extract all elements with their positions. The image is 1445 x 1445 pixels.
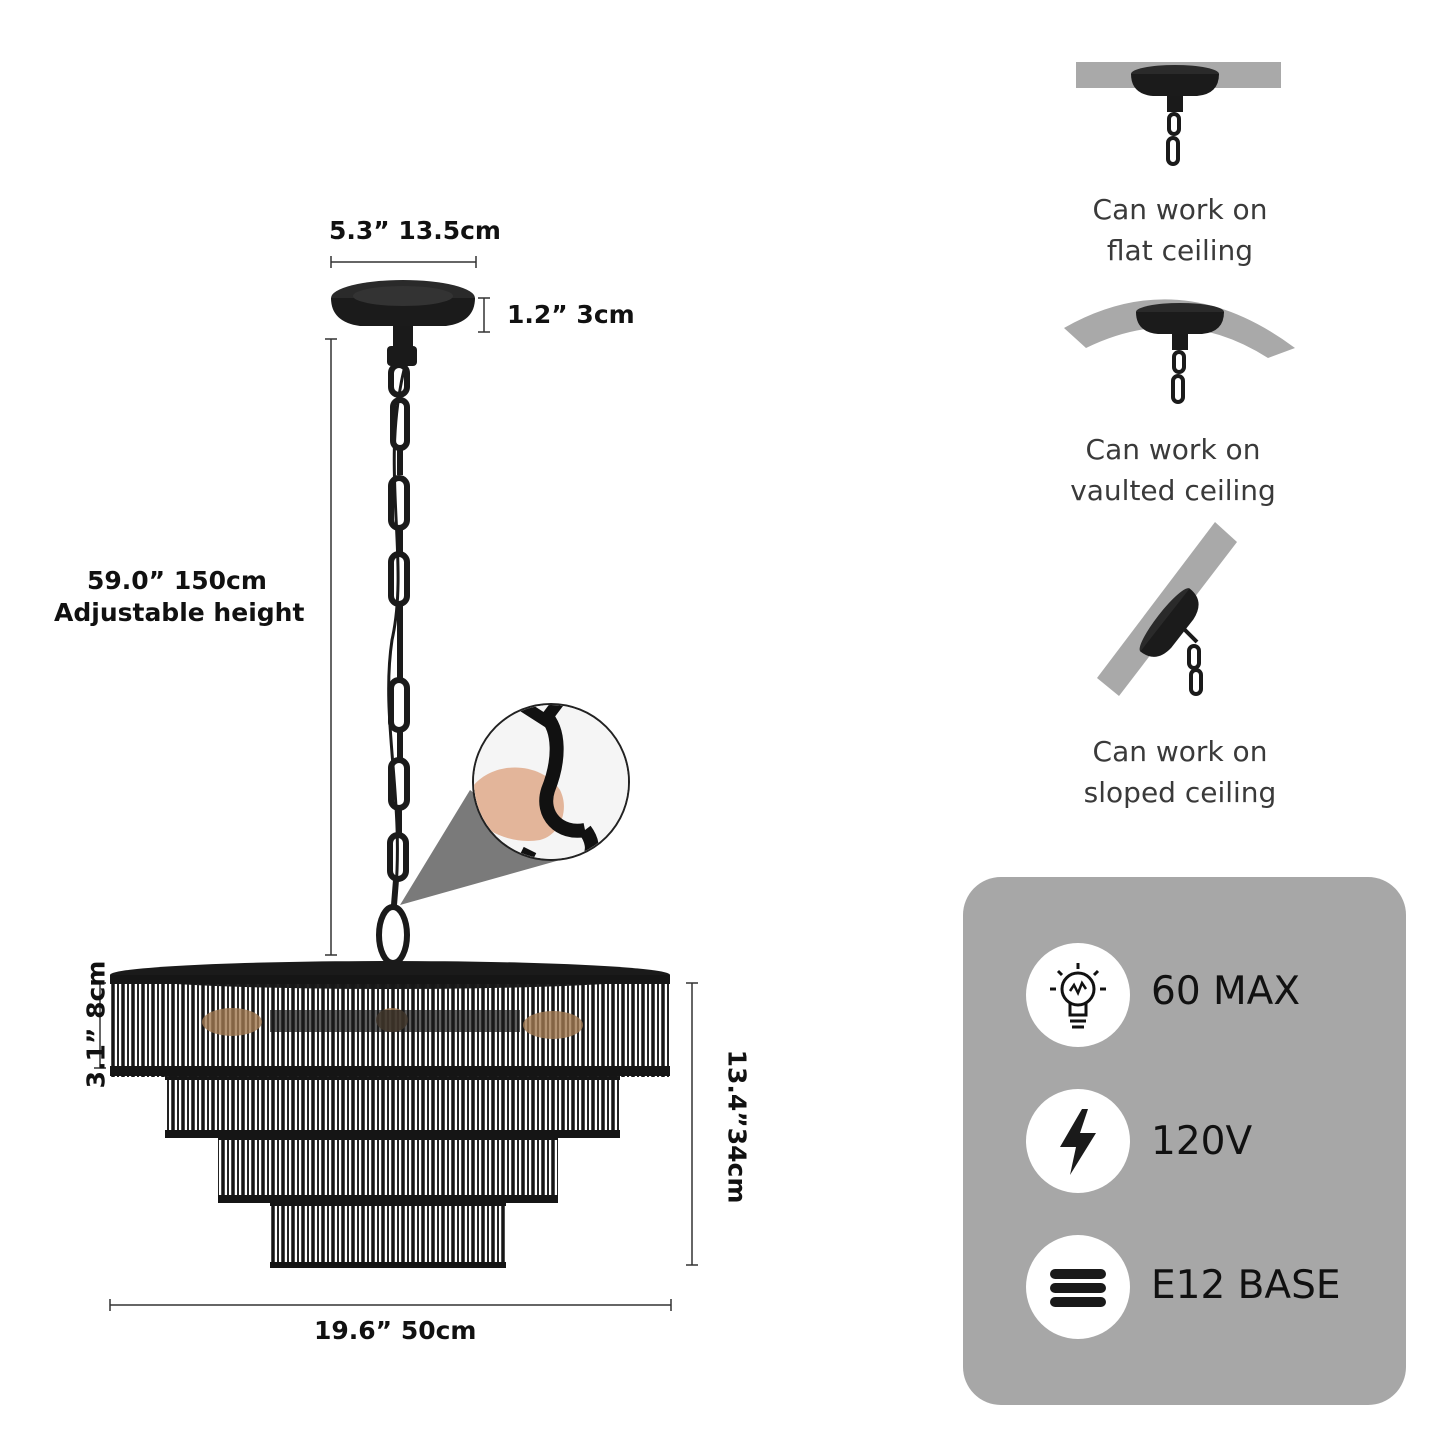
ceiling-label-sloped: Can work on sloped ceiling xyxy=(1083,735,1277,809)
vaulted-ceiling-icon xyxy=(1064,299,1295,404)
lightning-icon xyxy=(1026,1089,1130,1193)
chain-clip-detail-icon xyxy=(400,703,630,905)
canopy-icon xyxy=(331,280,475,366)
flat-ceiling-icon xyxy=(1076,62,1281,166)
rattan-shade-icon xyxy=(110,961,670,1268)
ceiling-label-flat: Can work on flat ceiling xyxy=(1092,193,1268,267)
ceiling-label-vaulted: Can work on vaulted ceiling xyxy=(1070,433,1276,507)
width-line xyxy=(109,1299,672,1311)
chain-note-label: Adjustable height xyxy=(54,598,305,627)
canopy-height-label: 1.2” 3cm xyxy=(507,300,635,329)
total-height-label: 13.4”34cm xyxy=(722,1049,752,1204)
tier-height-line xyxy=(94,982,106,1069)
canopy-width-label: 5.3” 13.5cm xyxy=(329,216,501,245)
tier-height-label: 3.1” 8cm xyxy=(81,960,111,1089)
spec-voltage: 120V xyxy=(1151,1119,1253,1164)
spec-base: E12 BASE xyxy=(1151,1263,1341,1308)
chain-length-line xyxy=(325,338,337,956)
spec-panel: 60 MAX 120V E12 BASE xyxy=(963,877,1406,1405)
width-label: 19.6” 50cm xyxy=(314,1316,477,1345)
chain-icon xyxy=(376,362,410,966)
socket-base-icon xyxy=(1026,1235,1130,1339)
spec-wattage: 60 MAX xyxy=(1151,969,1301,1014)
bulb-icon xyxy=(1026,943,1130,1047)
canopy-width-line xyxy=(330,256,477,268)
chain-length-label: 59.0” 150cm xyxy=(87,566,267,595)
total-height-line xyxy=(686,982,698,1266)
canopy-height-line xyxy=(478,297,490,333)
sloped-ceiling-icon xyxy=(1097,522,1237,696)
